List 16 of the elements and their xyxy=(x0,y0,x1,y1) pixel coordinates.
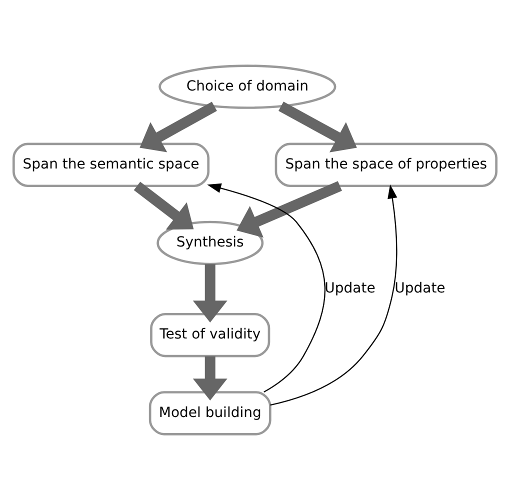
arrow xyxy=(206,182,325,392)
arrow xyxy=(133,181,194,230)
edge-label: Update xyxy=(324,280,375,296)
arrow xyxy=(270,184,397,406)
arrow xyxy=(192,264,227,322)
edge-label: Update xyxy=(394,280,445,296)
node-ellipse: Synthesis xyxy=(156,220,264,265)
node-box: Model building xyxy=(148,390,271,435)
arrow xyxy=(236,180,342,238)
node-ellipse: Choice of domain xyxy=(158,64,336,108)
arrow xyxy=(139,101,216,152)
node-box: Span the semantic space xyxy=(12,142,210,187)
arrow xyxy=(278,101,356,152)
node-box: Span the space of properties xyxy=(274,142,497,187)
node-box: Test of validity xyxy=(150,312,270,357)
arrow xyxy=(192,356,227,400)
